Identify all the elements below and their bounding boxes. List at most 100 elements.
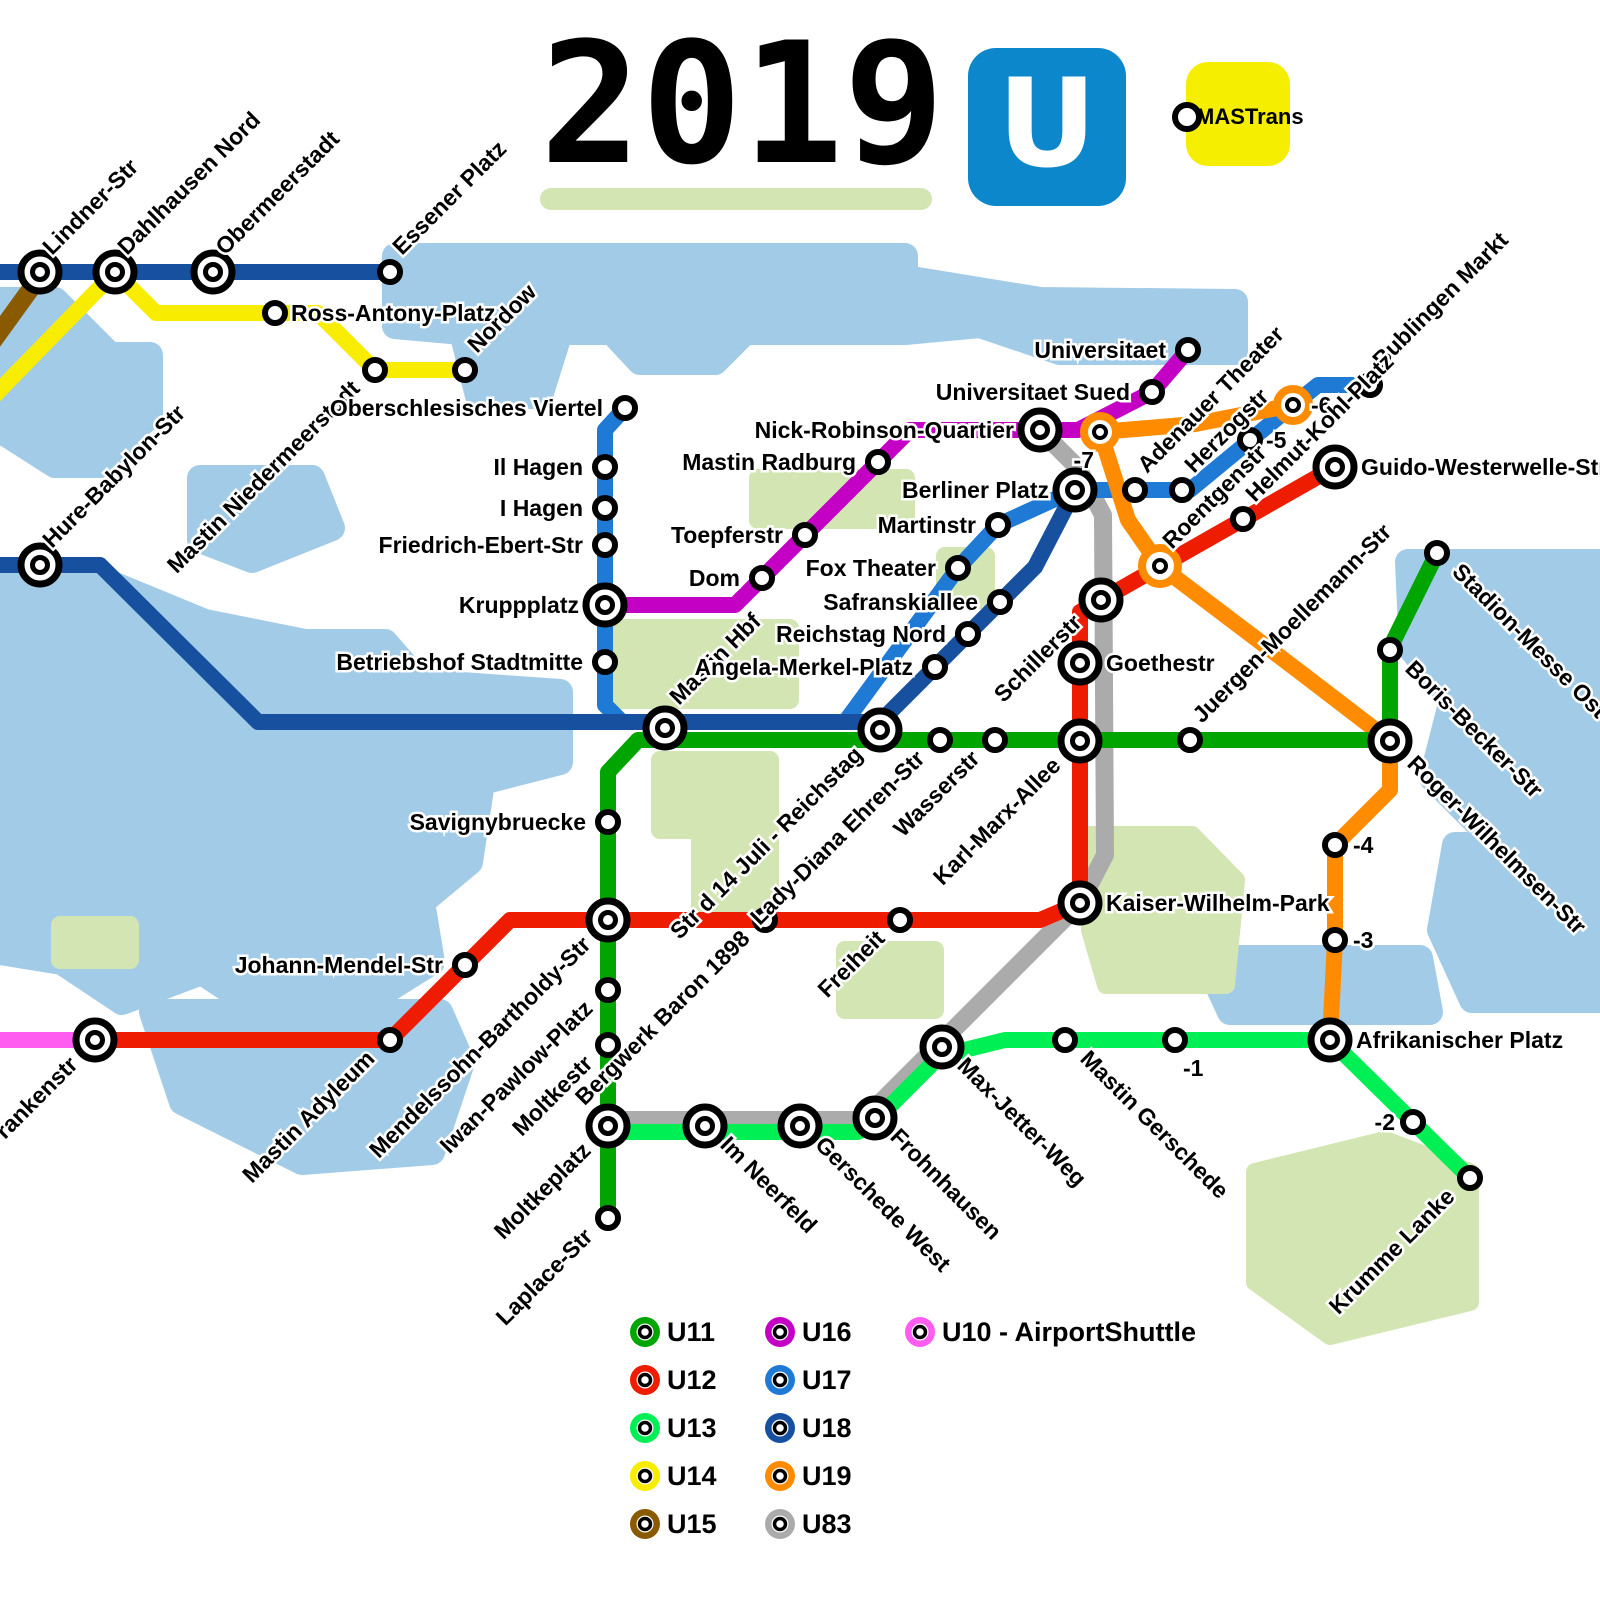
station-im-neerfeld[interactable] xyxy=(682,1103,728,1149)
station-moltkestr[interactable] xyxy=(595,1032,621,1058)
station-label: Max-Jetter-Weg xyxy=(952,1052,1091,1191)
station-mastin-gerschede[interactable] xyxy=(1052,1027,1078,1053)
station-hure-babylon-str[interactable] xyxy=(17,542,63,588)
line-U19 xyxy=(1092,397,1398,1048)
station-karl-marx-allee[interactable] xyxy=(1057,718,1103,764)
station-helmut-kohl-platz[interactable] xyxy=(1230,506,1256,532)
map-year-title: 2019 xyxy=(540,6,945,202)
legend-line-label: U83 xyxy=(802,1509,852,1539)
legend-line-label: U18 xyxy=(802,1413,852,1443)
station-iwan-pawlow-platz[interactable] xyxy=(595,977,621,1003)
station-nick-robinson-quartier[interactable] xyxy=(1017,407,1063,453)
station-gerschede-west[interactable] xyxy=(777,1103,823,1149)
station-6[interactable] xyxy=(1273,385,1313,425)
station-label: -5 xyxy=(1266,427,1287,453)
station-marker-icon xyxy=(1172,102,1202,132)
park-area xyxy=(836,941,944,1019)
station-oberschlesisches-viertel[interactable] xyxy=(612,395,638,421)
station-universitaet[interactable] xyxy=(1175,337,1201,363)
station-i-hagen[interactable] xyxy=(592,495,618,521)
station-layer xyxy=(17,249,1483,1231)
station-frohnhausen[interactable] xyxy=(852,1095,898,1141)
station-4[interactable] xyxy=(1322,832,1348,858)
station-friedrich-ebert-str[interactable] xyxy=(592,532,618,558)
station-mastin-radburg[interactable] xyxy=(865,449,891,475)
station-savignybruecke[interactable] xyxy=(595,809,621,835)
station-stadion-messe-ost[interactable] xyxy=(1424,540,1450,566)
station-kruppplatz[interactable] xyxy=(582,582,628,628)
station-afrikanischer-platz[interactable] xyxy=(1307,1017,1353,1063)
station-2[interactable] xyxy=(1400,1109,1426,1135)
station-label: -4 xyxy=(1353,832,1374,858)
station-boris-becker-str[interactable] xyxy=(1377,637,1403,663)
station-ross-antony-platz[interactable] xyxy=(262,300,288,326)
station-label: Nick-Robinson-Quartier xyxy=(755,417,1014,443)
station-7[interactable] xyxy=(1080,412,1120,452)
station-5[interactable] xyxy=(1237,427,1263,453)
station-kaiser-wilhelm-park[interactable] xyxy=(1057,880,1103,926)
station-label: Berliner Platz xyxy=(902,477,1049,503)
station-laplace-str[interactable] xyxy=(595,1205,621,1231)
station-nordow[interactable] xyxy=(452,357,478,383)
line-U18 xyxy=(0,482,1083,730)
station-krumme-lanke[interactable] xyxy=(1457,1165,1483,1191)
station-label: Frankenstr xyxy=(0,1051,83,1153)
station-str-d-14-juli-reichstag[interactable] xyxy=(857,707,903,753)
station-label: Kaiser-Wilhelm-Park xyxy=(1106,890,1330,916)
station-angela-merkel-platz[interactable] xyxy=(922,654,948,680)
station-dahlhausen-nord[interactable] xyxy=(92,249,138,295)
station-label: Fox Theater xyxy=(806,555,936,581)
station-toepferstr[interactable] xyxy=(792,522,818,548)
station-label: Juergen-Moellemann-Str xyxy=(1187,518,1396,727)
station-mastin-adyleum[interactable] xyxy=(377,1027,403,1053)
station-frankenstr[interactable] xyxy=(72,1017,118,1063)
station-moltkeplatz[interactable] xyxy=(585,1103,631,1149)
legend-line-label: U17 xyxy=(802,1365,852,1395)
legend-line-label: U19 xyxy=(802,1461,852,1491)
station-bublingen-markt[interactable] xyxy=(1357,372,1383,398)
station-reichstag-nord[interactable] xyxy=(955,621,981,647)
station-bergwerk-baron-1898[interactable] xyxy=(752,907,778,933)
station-safranskiallee[interactable] xyxy=(987,589,1013,615)
station-goethestr[interactable] xyxy=(1057,640,1103,686)
station-roentgenstr[interactable] xyxy=(1138,544,1182,588)
station-johann-mendel-str[interactable] xyxy=(452,952,478,978)
station-label: Betriebshof Stadtmitte xyxy=(336,649,583,675)
station-wasserstr[interactable] xyxy=(982,727,1008,753)
legend-line-label: U10 - AirportShuttle xyxy=(942,1317,1196,1347)
station-lady-diana-ehren-str[interactable] xyxy=(927,727,953,753)
station-universitaet-sued[interactable] xyxy=(1139,379,1165,405)
station-freiheit[interactable] xyxy=(887,907,913,933)
station-essener-platz[interactable] xyxy=(377,259,403,285)
station-mastin-niedermeerstadt[interactable] xyxy=(362,357,388,383)
station-3[interactable] xyxy=(1322,927,1348,953)
station-martinstr[interactable] xyxy=(985,512,1011,538)
station-betriebshof-stadtmitte[interactable] xyxy=(592,649,618,675)
station-max-jetter-weg[interactable] xyxy=(919,1024,965,1070)
station-roger-wilhelmsen-str[interactable] xyxy=(1367,718,1413,764)
legend-item-u13: U13 xyxy=(630,1413,717,1443)
station-label: Universitaet xyxy=(1034,337,1166,363)
legend-item-u83: U83 xyxy=(765,1509,852,1539)
station-berliner-platz[interactable] xyxy=(1052,467,1098,513)
station-mastin-hbf[interactable] xyxy=(642,705,688,751)
station-dom[interactable] xyxy=(749,565,775,591)
station-schillerstr[interactable] xyxy=(1078,577,1124,623)
station-label: -7 xyxy=(1074,447,1094,473)
station-fox-theater[interactable] xyxy=(945,555,971,581)
station-juergen-moellemann-str[interactable] xyxy=(1177,727,1203,753)
station-label: -6 xyxy=(1311,392,1331,418)
station-mendelssohn-bartholdy-str[interactable] xyxy=(585,897,631,943)
legend-item-u15: U15 xyxy=(630,1509,717,1539)
station-1[interactable] xyxy=(1162,1027,1188,1053)
station-label: Bergwerk Baron 1898 xyxy=(570,925,755,1110)
station-label: Guido-Westerwelle-Str xyxy=(1361,454,1600,480)
station-obermeerstadt[interactable] xyxy=(190,249,236,295)
station-guido-westerwelle-str[interactable] xyxy=(1312,444,1358,490)
station-herzogstr[interactable] xyxy=(1169,477,1195,503)
park-area xyxy=(1081,826,1245,994)
station-adenauer-theater[interactable] xyxy=(1122,477,1148,503)
station-il-hagen[interactable] xyxy=(592,454,618,480)
station-lindner-str[interactable] xyxy=(17,249,63,295)
